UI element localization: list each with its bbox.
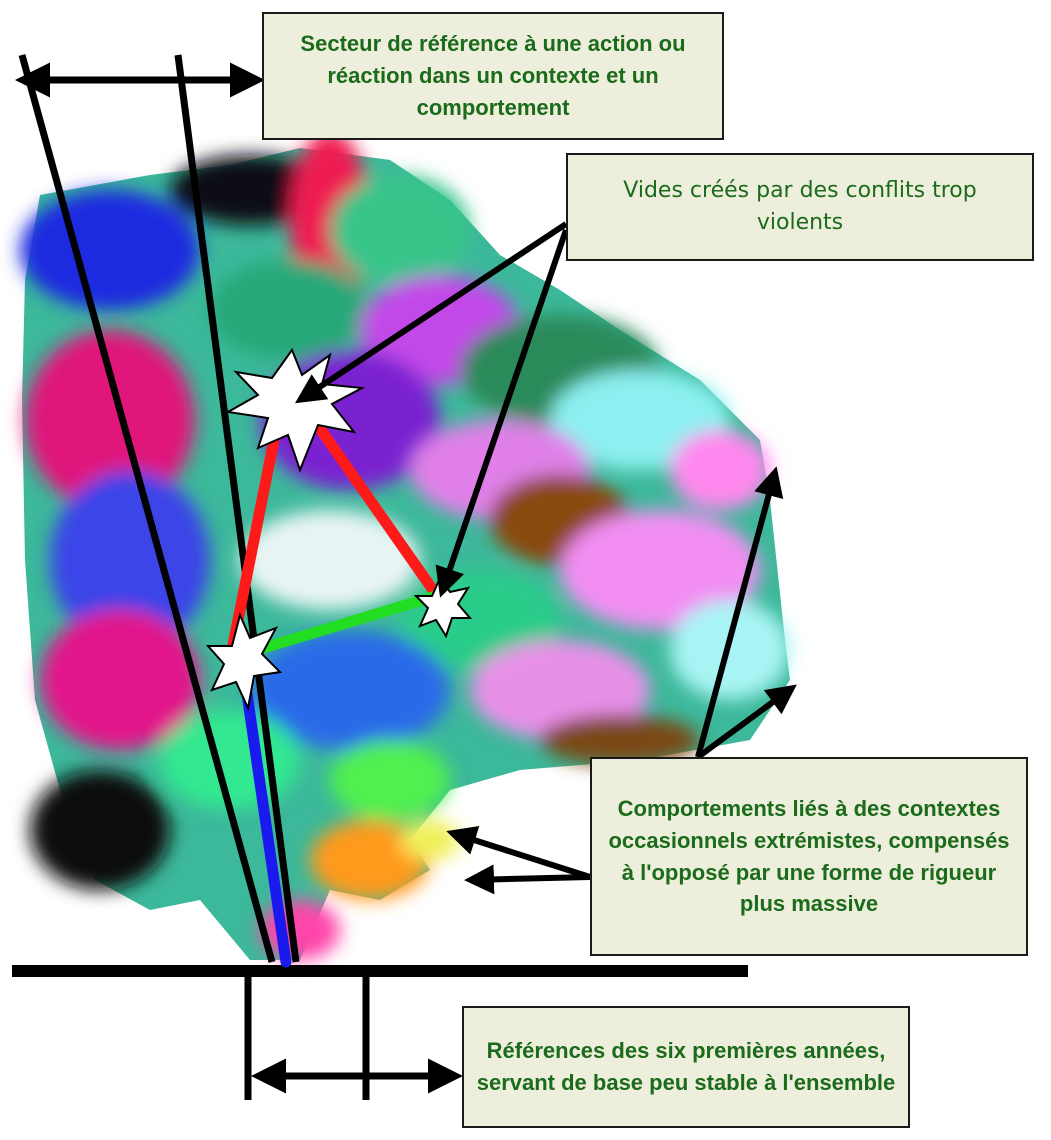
callout-reference-sector: Secteur de référence à une action ou réa…: [262, 12, 724, 140]
callout-extremist-behaviors: Comportements liés à des contextes occas…: [590, 757, 1028, 956]
arrow-behavior-green: [452, 833, 590, 877]
callout-early-references: Références des six premières années, ser…: [462, 1006, 910, 1128]
arrow-behavior-orange: [470, 877, 590, 880]
callout-conflict-voids: Vides créés par des conflits trop violen…: [566, 153, 1034, 261]
